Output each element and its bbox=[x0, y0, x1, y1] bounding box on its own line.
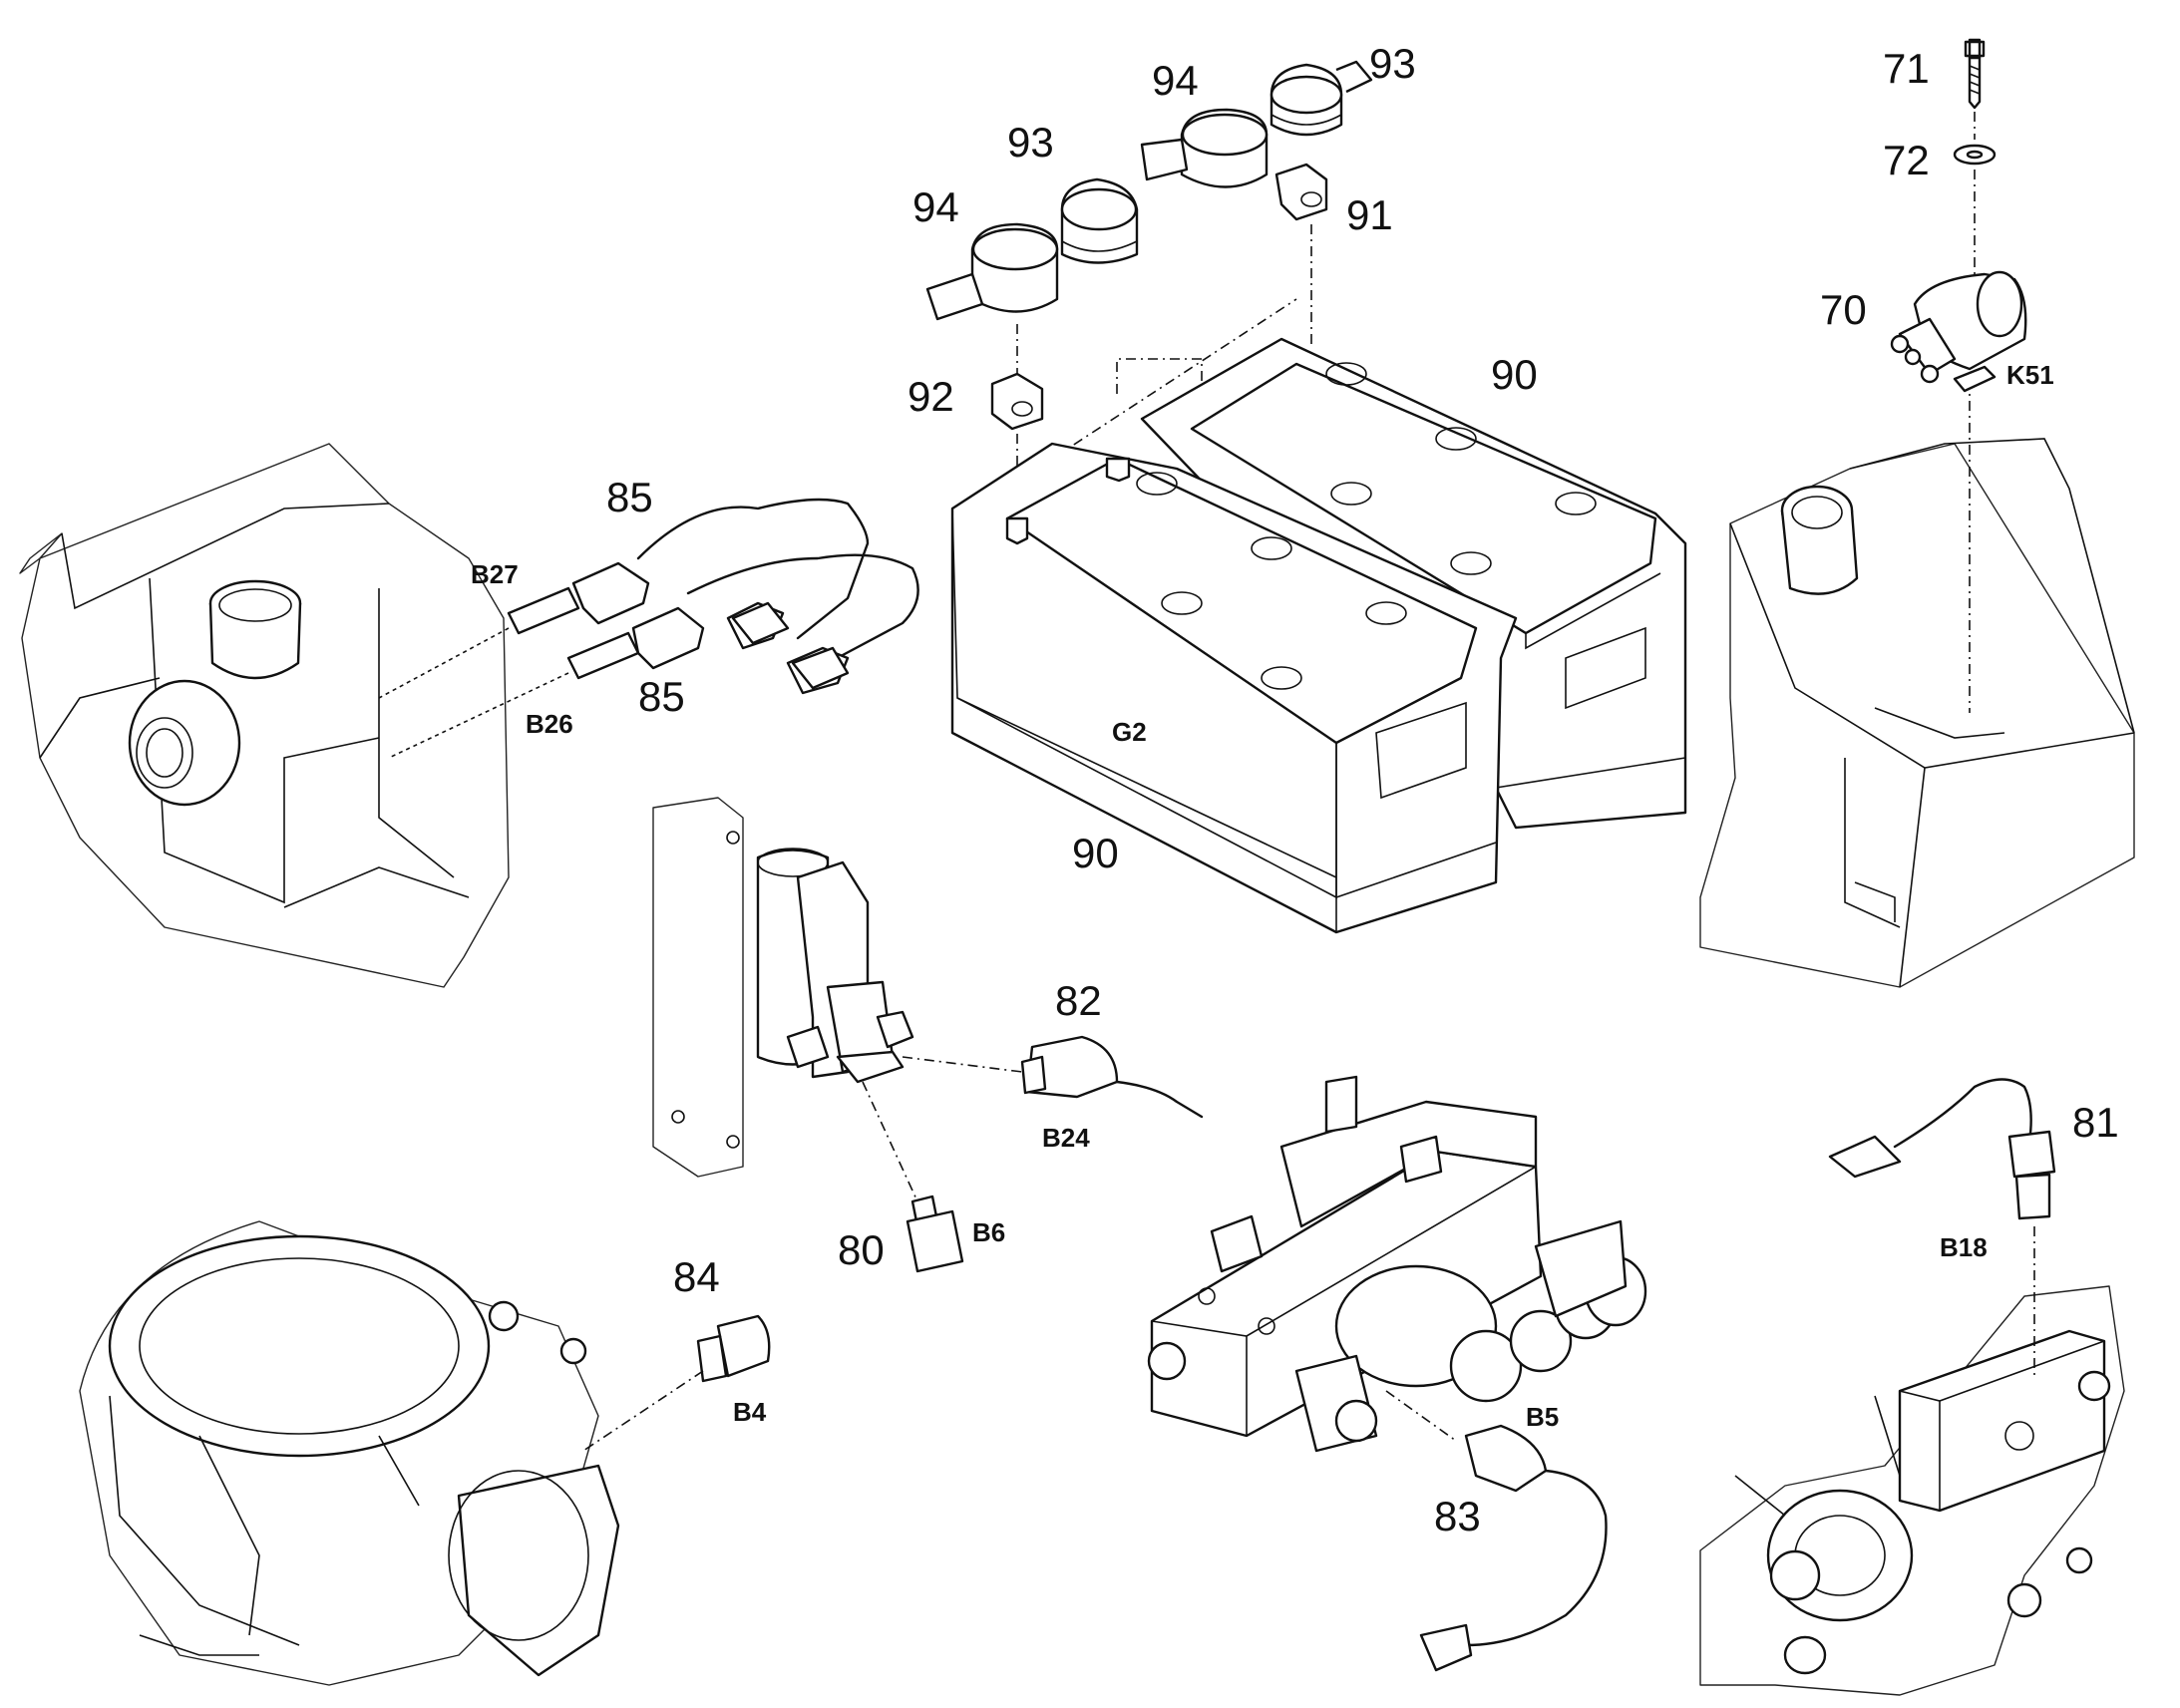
callout-82: 82 bbox=[1055, 977, 1102, 1024]
callout-85-bottom: 85 bbox=[638, 673, 685, 720]
callout-83: 83 bbox=[1434, 1493, 1481, 1539]
callout-92: 92 bbox=[908, 373, 954, 420]
callout-81: 81 bbox=[2072, 1099, 2119, 1146]
callout-70: 70 bbox=[1820, 286, 1867, 333]
code-b26: B26 bbox=[526, 709, 573, 739]
code-b4: B4 bbox=[733, 1397, 767, 1427]
callout-94-top: 94 bbox=[1152, 57, 1199, 104]
code-b18: B18 bbox=[1940, 1232, 1988, 1262]
battery-g2 bbox=[950, 337, 1687, 934]
code-g2: G2 bbox=[1112, 717, 1147, 747]
sensor-b18 bbox=[1828, 1078, 2056, 1376]
callout-93-top: 93 bbox=[1369, 40, 1416, 87]
connector-plug bbox=[791, 646, 850, 690]
connector-plug bbox=[731, 601, 790, 645]
dryer-valve-assembly bbox=[652, 797, 1204, 1273]
code-b6: B6 bbox=[972, 1217, 1005, 1247]
valve-block bbox=[1147, 1075, 1647, 1672]
oil-tank-right bbox=[1699, 438, 2135, 988]
callout-80: 80 bbox=[838, 1226, 885, 1273]
callout-84: 84 bbox=[673, 1253, 720, 1300]
pressure-switch-b4 bbox=[582, 1314, 771, 1452]
callout-85-top: 85 bbox=[606, 474, 653, 520]
callout-90-front: 90 bbox=[1072, 830, 1119, 876]
callout-90-rear: 90 bbox=[1491, 351, 1538, 398]
code-k51: K51 bbox=[2006, 360, 2054, 390]
code-b5: B5 bbox=[1526, 1402, 1559, 1432]
code-b24: B24 bbox=[1042, 1123, 1090, 1153]
hydraulic-pump bbox=[1699, 1285, 2125, 1696]
callout-71: 71 bbox=[1883, 45, 1930, 92]
code-b27: B27 bbox=[471, 559, 519, 589]
terminal-covers bbox=[925, 60, 1373, 489]
callout-94-left: 94 bbox=[912, 183, 959, 230]
relay-k51 bbox=[1890, 38, 2027, 713]
air-filter-housing bbox=[79, 1220, 620, 1686]
callout-93-middle: 93 bbox=[1007, 119, 1054, 166]
fuel-tank-left bbox=[19, 443, 510, 988]
callout-72: 72 bbox=[1883, 137, 1930, 183]
callout-91: 91 bbox=[1346, 191, 1393, 238]
